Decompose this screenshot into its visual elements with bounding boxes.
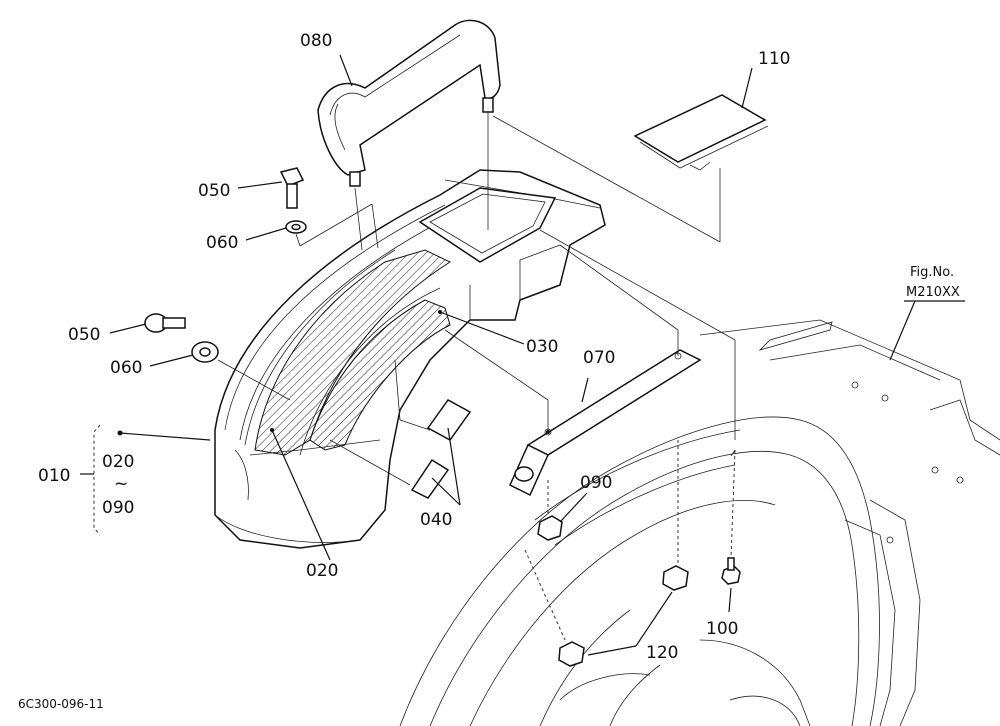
callout-010: 010 bbox=[38, 466, 70, 486]
leader-lines bbox=[109, 54, 753, 656]
callout-020-range-start: 020 bbox=[102, 452, 134, 472]
lid-part-110 bbox=[633, 94, 769, 171]
callout-030: 030 bbox=[526, 337, 558, 357]
callout-050-upper: 050 bbox=[198, 181, 230, 201]
nut-part-090 bbox=[537, 515, 563, 541]
callout-060-upper: 060 bbox=[206, 233, 238, 253]
callout-070: 070 bbox=[583, 348, 615, 368]
assembly-guide-lines bbox=[217, 112, 736, 641]
callout-090: 090 bbox=[580, 473, 612, 493]
callout-100: 100 bbox=[706, 619, 738, 639]
callout-080: 080 bbox=[300, 31, 332, 51]
fender-body-outline bbox=[399, 319, 1000, 726]
handle-part-080 bbox=[317, 19, 501, 187]
stay-part-070 bbox=[509, 349, 702, 497]
callout-labels: 080 110 050 060 050 060 030 070 010 020 … bbox=[38, 31, 790, 663]
figure-label: Fig.No. bbox=[910, 265, 954, 280]
range-bracket-010 bbox=[80, 424, 101, 536]
drawing-code: 6C300-096-11 bbox=[18, 697, 104, 711]
screw-part-100 bbox=[721, 557, 741, 585]
bolt-part-050-upper bbox=[279, 167, 307, 234]
figure-reference: Fig.No. M210XX bbox=[889, 265, 965, 361]
center-console-part-010 bbox=[214, 169, 606, 549]
callout-090-range-end: 090 bbox=[102, 498, 134, 518]
nut-part-120-left bbox=[558, 641, 585, 667]
bolt-part-050-lower bbox=[144, 313, 219, 363]
bracket-part-040 bbox=[410, 399, 472, 499]
callout-020: 020 bbox=[306, 561, 338, 581]
figure-number: M210XX bbox=[906, 285, 960, 300]
nut-part-120-right bbox=[662, 565, 689, 591]
callout-060-lower: 060 bbox=[110, 358, 142, 378]
callout-110: 110 bbox=[758, 49, 790, 69]
callout-range-separator: ~ bbox=[114, 474, 128, 494]
callout-050-lower: 050 bbox=[68, 325, 100, 345]
callout-040: 040 bbox=[420, 510, 452, 530]
callout-120: 120 bbox=[646, 643, 678, 663]
